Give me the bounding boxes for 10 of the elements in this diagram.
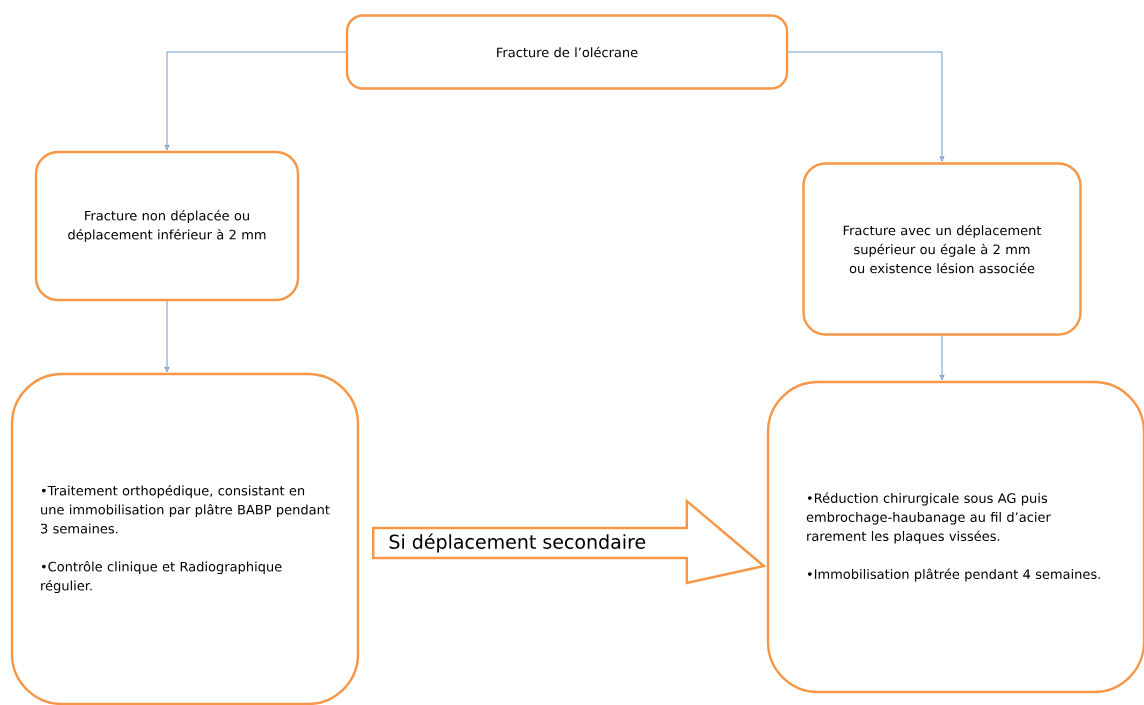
- arrow: [939, 335, 945, 381]
- process-box: Fracture avec un déplacement supérieur ou égale à 2 mm ou existence lésion associée: [802, 162, 1082, 336]
- process-box: •Traitement orthopédique, consistant en une immobilisation par plâtre BABP pendant 3 semaines. •Contrôle clinique et Radiographique régulier.: [10, 372, 360, 705]
- arrow: [164, 300, 170, 373]
- edge-label: Si déplacement secondaire: [387, 532, 648, 554]
- arrow: [787, 51, 945, 162]
- process-box: •Réduction chirurgicale sous AG puis embrochage-haubanage au fil d’acier rarement les plaques vissées. •Immobilisation plâtrée pendant 4 semaines.: [766, 380, 1144, 694]
- arrow: [164, 51, 347, 151]
- process-box: Fracture de l’olécrane: [345, 14, 789, 90]
- process-box: Fracture non déplacée ou déplacement inférieur à 2 mm: [34, 150, 300, 302]
